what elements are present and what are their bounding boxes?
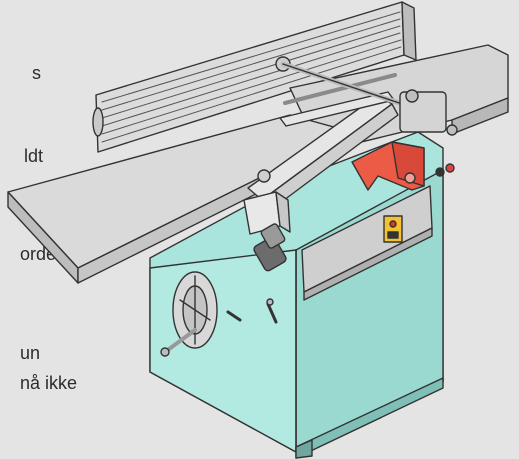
front-panel [301, 185, 433, 301]
text-fragment-1: s [32, 63, 41, 83]
blade-guard [351, 141, 425, 191]
clamp-block [243, 169, 291, 272]
text-fragment-4: un [20, 343, 41, 363]
handwheel [160, 271, 218, 357]
machine-foot [295, 439, 313, 459]
lock-lever [226, 298, 278, 324]
text-fragment-5: nå ikke [20, 373, 78, 393]
text-fragment-2: ldt [24, 146, 44, 166]
side-mechanism [399, 89, 458, 177]
fence-arm [247, 56, 423, 213]
switch-box [383, 215, 403, 243]
